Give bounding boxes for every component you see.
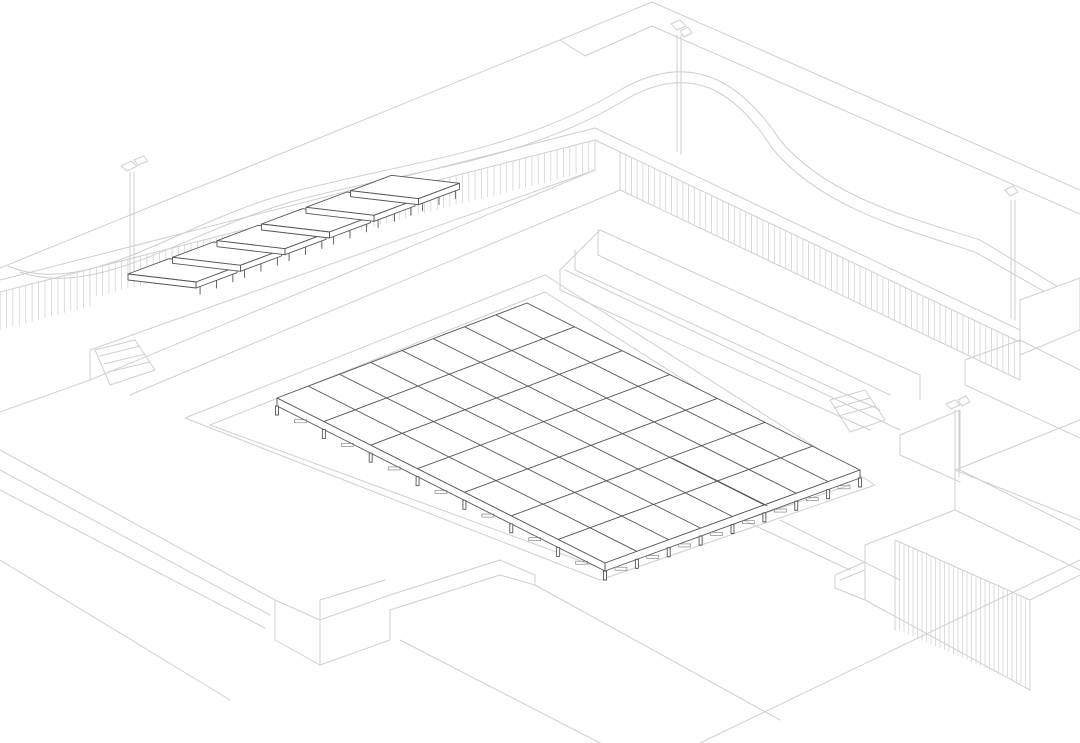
canopy-column [794,500,799,511]
canopy-beam-detail [742,520,755,524]
canopy-beam-detail [294,419,307,424]
light-mast-4 [945,395,971,478]
canopy-column-seam [464,326,797,494]
right-lower-edge [699,519,1080,743]
front-left-building [0,449,536,666]
canopy-column [368,452,373,463]
right-stairs [829,389,886,433]
canopy-column [634,558,639,569]
canopy-column-seam [401,350,733,517]
canopy-split [672,457,768,507]
canopy-beam-detail [710,532,723,536]
right-mid-building [899,339,1080,531]
terrace-path [7,71,1080,301]
back-terrace [0,1,1080,269]
canopy-column [698,535,703,546]
canopy-side [172,256,241,272]
right-front-stairs [834,561,866,601]
canopy-beam-detail [837,485,851,490]
light-masts [120,19,1019,478]
canopy-column [275,405,279,416]
canopy-beam-detail [434,490,448,494]
plaza-platform [89,169,921,431]
canopy-column [666,547,671,558]
canopy-column-seam [433,338,765,506]
canopy-column [762,512,767,523]
canopy-column [509,523,514,534]
canopy-beam-detail [575,560,588,565]
rooftop-canopy [350,174,460,212]
canopy-side [216,240,286,256]
canopy-beam-detail [614,566,628,571]
canopy-column [556,546,561,557]
light-mast-2 [670,19,693,155]
right-front-building [864,419,1080,691]
canopy-column [858,477,862,488]
canopy-side [350,190,419,206]
stepped-terraces [559,229,891,431]
front-left-building-lower [0,559,781,743]
canopy-beam-detail [646,555,660,559]
canopy-side [127,273,197,289]
left-stairs [94,339,156,386]
rooftop-canopies [127,174,460,295]
right-upper-building [1019,277,1080,356]
canopy-column-seam [308,385,638,552]
front-right-slats [894,540,1031,688]
canopy-column [603,570,607,581]
light-mast-1 [120,155,149,283]
light-mast-3 [1004,185,1019,321]
canopy-side [261,223,330,239]
ground-plinth [184,274,876,581]
canopy-column [462,499,467,510]
terrace-path-inner [19,82,1080,313]
canopy-column [730,524,735,534]
canopy-column [826,489,831,500]
canopy-column [321,429,326,440]
canopy-beam-detail [528,537,542,541]
canopy-beam-detail [678,543,691,548]
canopy-column-seam [339,373,669,541]
canopy-surface [276,302,861,564]
canopy-beam-detail [387,466,401,471]
canopy-side [305,206,375,222]
canopy-beam-detail [481,513,495,518]
canopy-column-seam [495,314,829,483]
main-canopy [275,302,862,581]
canopy-beam-detail [340,443,354,447]
canopy-column-seam [370,361,701,529]
canopy-beam-detail [805,497,819,501]
canopy-column [415,476,420,487]
right-wall-slats [619,152,1021,380]
canopy-beam-detail [774,508,787,513]
